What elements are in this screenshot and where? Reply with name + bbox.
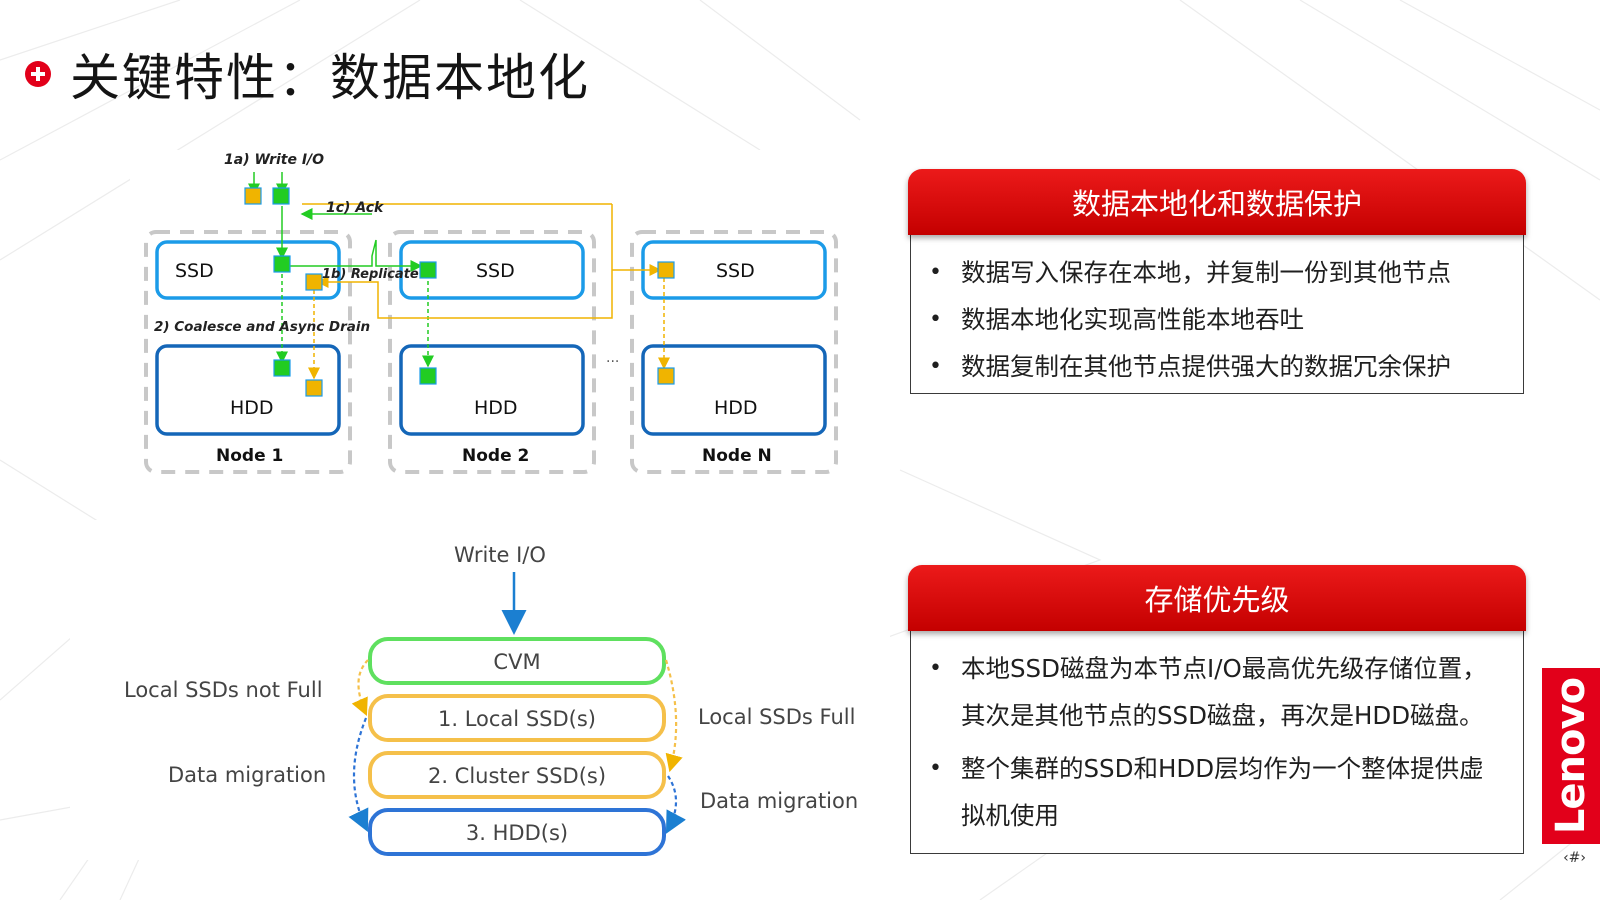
replicate-label: 1b) Replicate <box>322 267 419 282</box>
coalesce-label: 2) Coalesce and Async Drain <box>154 319 370 335</box>
panel-data-locality-list: 数据写入保存在本地，并复制一份到其他节点 数据本地化实现高性能本地吞吐 数据复制… <box>911 235 1523 400</box>
logo-text: Lenovo <box>1548 677 1595 835</box>
node-1-ssd-label: SSD <box>175 260 214 282</box>
node-n-box <box>630 230 838 474</box>
lenovo-logo: Lenovo <box>1542 668 1600 844</box>
list-item: 本地SSD磁盘为本节点I/O最高优先级存储位置，其次是其他节点的SSD磁盘，再次… <box>925 645 1505 739</box>
node-2-hdd-block <box>419 367 437 385</box>
tier-cluster-ssd-box <box>368 751 666 799</box>
tier-hdd-box <box>368 808 666 856</box>
node-n-hdd-block <box>657 367 675 385</box>
ack-label: 1c) Ack <box>326 200 385 216</box>
node-n-hdd-label: HDD <box>714 397 758 419</box>
list-item: 数据写入保存在本地，并复制一份到其他节点 <box>925 249 1505 296</box>
ellipsis-label: ... <box>606 350 619 366</box>
tier-cvm-box <box>368 637 666 685</box>
bottom-diagram-bg <box>70 520 890 860</box>
node-2-ssd-block <box>419 261 437 279</box>
node-1-hdd-label: HDD <box>230 397 274 419</box>
write-block-green <box>272 187 290 205</box>
node-2-hdd-box <box>399 344 585 436</box>
node-2-ssd-box <box>399 240 585 300</box>
node-2-ssd-label: SSD <box>476 260 515 282</box>
node-n-ssd-block <box>657 261 675 279</box>
architecture-diagram: 1a) Write I/O 1c) Ack 1b) Replicate 2) C… <box>70 152 890 860</box>
node-1-hdd-block-green <box>273 359 291 377</box>
node-n-hdd-box <box>641 344 827 436</box>
panel-data-locality-header: 数据本地化和数据保护 <box>908 169 1526 235</box>
page-number: ‹#› <box>1563 850 1586 866</box>
node-2-hdd-label: HDD <box>474 397 518 419</box>
node-1-ssd-block-orange <box>305 273 323 291</box>
title-row: 关键特性：数据本地化 <box>24 38 590 110</box>
plus-bullet-icon <box>25 61 51 87</box>
list-item: 整个集群的SSD和HDD层均作为一个整体提供虚拟机使用 <box>925 745 1505 839</box>
node-1-hdd-block-orange <box>305 379 323 397</box>
tier-cvm-label: CVM <box>493 650 540 674</box>
node-1-hdd-box <box>155 344 341 436</box>
bottom-write-io-label: Write I/O <box>454 543 546 567</box>
page-title: 关键特性：数据本地化 <box>70 49 590 107</box>
panel-data-locality: 数据本地化和数据保护 数据写入保存在本地，并复制一份到其他节点 数据本地化实现高… <box>908 169 1526 394</box>
node-1-ssd-block-green <box>273 255 291 273</box>
right-label-migration: Data migration <box>700 789 858 813</box>
panel-storage-priority-list: 本地SSD磁盘为本节点I/O最高优先级存储位置，其次是其他节点的SSD磁盘，再次… <box>911 631 1523 855</box>
tier-cluster-ssd-label: 2. Cluster SSD(s) <box>428 764 606 788</box>
left-label-not-full: Local SSDs not Full <box>124 678 323 702</box>
node-n-ssd-label: SSD <box>716 260 755 282</box>
node-1-name: Node 1 <box>216 446 283 466</box>
tier-hdd-label: 3. HDD(s) <box>466 821 568 845</box>
tier-local-ssd-label: 1. Local SSD(s) <box>438 707 596 731</box>
node-2-box <box>388 230 596 474</box>
node-2-name: Node 2 <box>462 446 529 466</box>
write-block-orange <box>244 187 262 205</box>
node-1-box <box>144 230 352 474</box>
write-io-label: 1a) Write I/O <box>224 152 324 168</box>
right-label-full: Local SSDs Full <box>698 705 855 729</box>
left-label-migration: Data migration <box>168 763 326 787</box>
panel-storage-priority: 存储优先级 本地SSD磁盘为本节点I/O最高优先级存储位置，其次是其他节点的SS… <box>908 565 1526 855</box>
tier-local-ssd-box <box>368 694 666 742</box>
node-n-name: Node N <box>702 446 772 466</box>
list-item: 数据本地化实现高性能本地吞吐 <box>925 296 1505 343</box>
list-item: 数据复制在其他节点提供强大的数据冗余保护 <box>925 343 1505 390</box>
node-1-ssd-box <box>155 240 341 300</box>
panel-storage-priority-header: 存储优先级 <box>908 565 1526 631</box>
